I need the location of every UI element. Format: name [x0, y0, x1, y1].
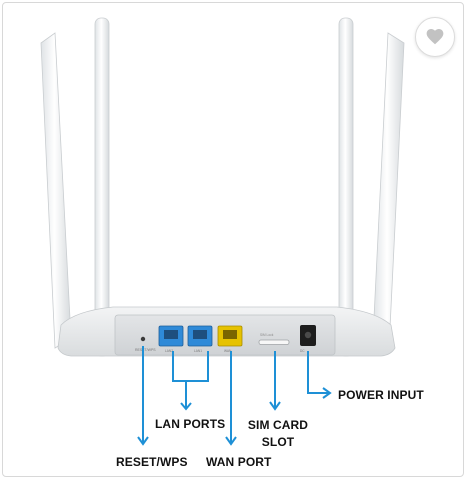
wan-port — [217, 325, 243, 347]
callout-lines — [137, 346, 332, 446]
svg-text:WAN: WAN — [224, 349, 232, 353]
svg-text:DC: DC — [300, 349, 305, 353]
wishlist-button[interactable] — [415, 17, 455, 57]
reset-button-hole — [140, 336, 146, 342]
svg-text:RESET/WPS: RESET/WPS — [135, 348, 156, 352]
sim-card-label-line1: SIM CARD — [247, 418, 309, 432]
sim-card-slot: SIM Lock — [258, 333, 290, 345]
lan-port-1 — [158, 325, 184, 347]
sim-card-label-line2: SLOT — [261, 435, 295, 449]
antenna-outer-left — [40, 32, 72, 349]
antenna-outer-right — [372, 32, 405, 349]
antenna-inner-left — [94, 17, 110, 357]
wan-port-label: WAN PORT — [206, 455, 272, 469]
power-input-jack: DC — [300, 325, 316, 353]
callout-lan — [172, 351, 209, 382]
svg-text:SIM Lock: SIM Lock — [260, 333, 274, 337]
callout-power — [307, 351, 329, 394]
heart-icon — [426, 29, 444, 45]
product-image-card: RESET/WPS LAN2 LAN1 WAN SIM Lock DC — [2, 2, 464, 477]
reset-wps-label: RESET/WPS — [116, 455, 188, 469]
svg-text:LAN1: LAN1 — [194, 349, 202, 353]
lan-ports-label: LAN PORTS — [155, 417, 226, 431]
svg-text:LAN2: LAN2 — [165, 349, 173, 353]
sim-card-slot-label: SIM CARD SLOT — [243, 417, 313, 451]
router-product-image: RESET/WPS LAN2 LAN1 WAN SIM Lock DC — [40, 17, 405, 446]
antenna-inner-right — [338, 17, 354, 357]
power-input-label: POWER INPUT — [338, 388, 424, 402]
lan-port-2 — [187, 325, 213, 347]
